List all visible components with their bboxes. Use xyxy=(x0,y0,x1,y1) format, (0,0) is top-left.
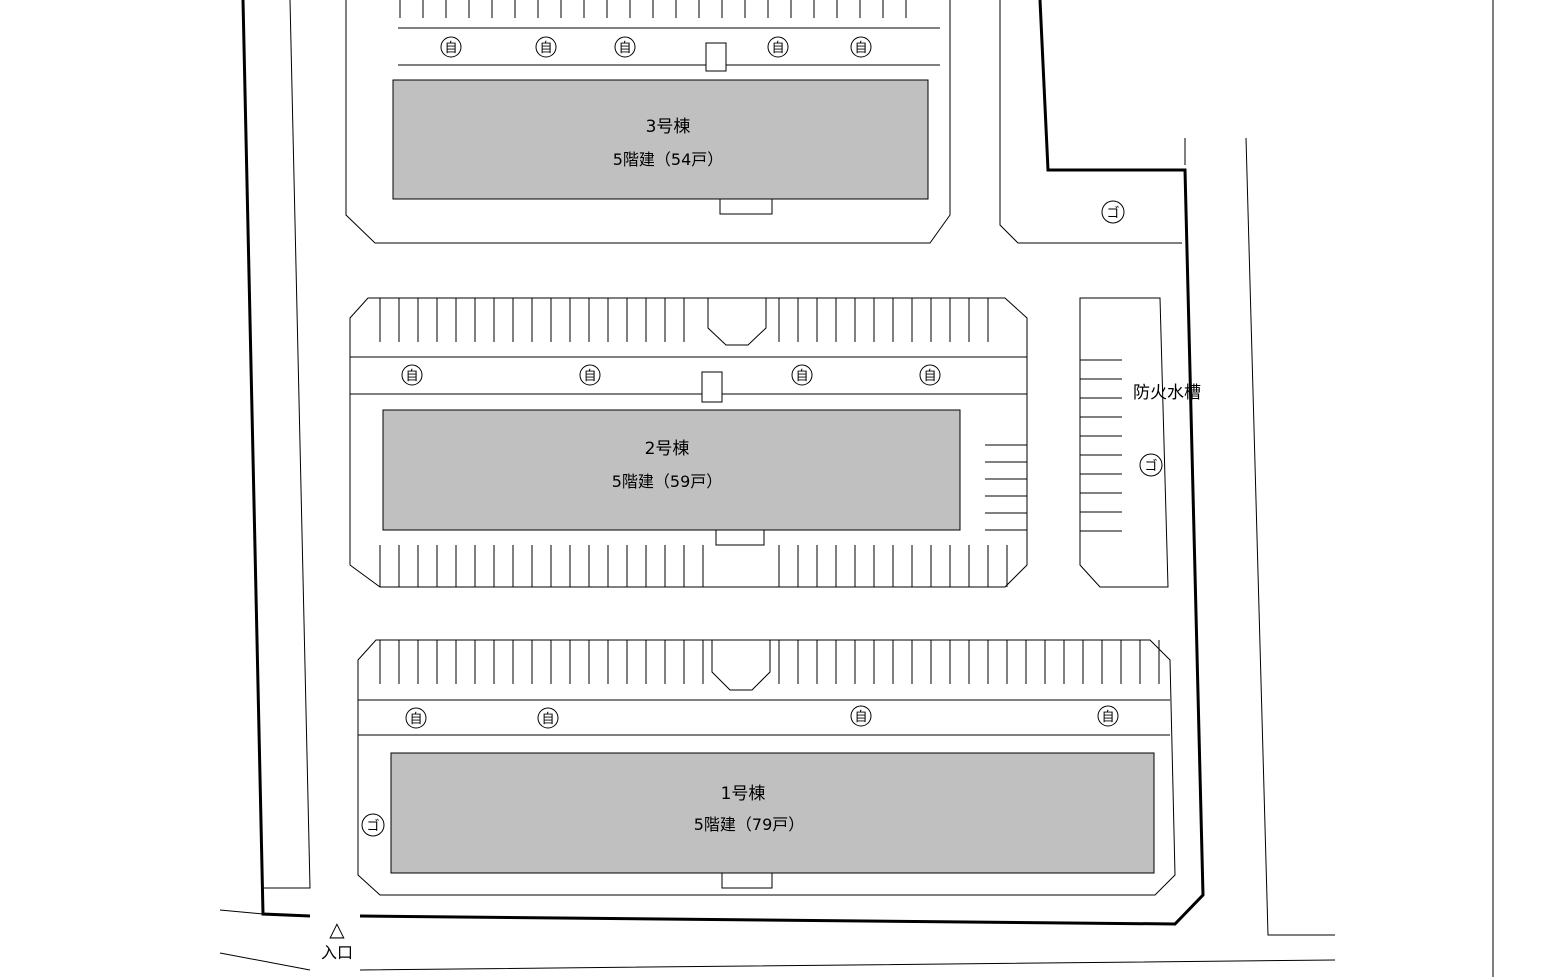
bicycle-marker-label: 自 xyxy=(541,712,554,727)
block3-service-box xyxy=(719,198,773,215)
bicycle-marker-circle xyxy=(767,36,789,58)
bicycle-marker-label: 自 xyxy=(409,712,422,727)
garbage-marker-circle xyxy=(1101,200,1125,224)
bicycle-marker-label: 自 xyxy=(854,41,867,56)
block2-service-box xyxy=(715,529,765,546)
fire-tank-label: 防火水槽 xyxy=(1133,383,1201,403)
bicycle-markers: 自自自自自自自自自自自自自 xyxy=(401,36,1119,729)
center-walkway-block1 xyxy=(711,640,771,691)
bicycle-marker-circle xyxy=(919,364,941,386)
bicycle-marker-circle xyxy=(535,36,557,58)
bicycle-marker-circle xyxy=(791,364,813,386)
building-2-name: 2号棟 xyxy=(645,439,690,459)
bicycle-marker-label: 自 xyxy=(854,710,867,725)
building-2-floors: 5階建（59戸） xyxy=(612,472,723,491)
entrance-label: 入口 xyxy=(321,943,353,962)
bicycle-marker-label: 自 xyxy=(771,41,784,56)
parking-stalls xyxy=(350,0,1170,736)
building-1 xyxy=(390,752,1155,874)
bicycle-marker-circle xyxy=(614,36,636,58)
bicycle-marker-circle xyxy=(401,364,423,386)
entrance-mark: △ xyxy=(329,917,345,941)
building-1-floors: 5階建（79戸） xyxy=(694,815,805,834)
building-1-name: 1号棟 xyxy=(721,784,766,804)
garbage-marker-label: ゴ xyxy=(366,818,379,834)
building-3-name: 3号棟 xyxy=(646,117,691,137)
bicycle-marker-label: 自 xyxy=(795,369,808,384)
bicycle-marker-circle xyxy=(850,705,872,727)
bicycle-marker-circle xyxy=(440,36,462,58)
block2-outline xyxy=(349,297,1028,588)
garbage-marker-label: ゴ xyxy=(1144,458,1157,474)
bicycle-marker-label: 自 xyxy=(539,41,552,56)
block3-entry-box xyxy=(705,42,727,72)
bicycle-marker-circle xyxy=(1097,705,1119,727)
block3-east-outline xyxy=(999,0,1182,244)
building-2 xyxy=(382,409,961,531)
bicycle-marker-label: 自 xyxy=(405,369,418,384)
block1-outline xyxy=(357,639,1176,896)
bicycle-marker-label: 自 xyxy=(444,41,457,56)
garbage-markers: ゴゴゴ xyxy=(361,200,1163,837)
garbage-marker-circle xyxy=(1139,453,1163,477)
road-outline-west xyxy=(219,0,1336,971)
building-3-floors: 5階建（54戸） xyxy=(613,150,724,169)
bicycle-marker-circle xyxy=(850,36,872,58)
garbage-marker-label: ゴ xyxy=(1106,205,1119,221)
bicycle-marker-label: 自 xyxy=(1101,710,1114,725)
block2-entry-box xyxy=(701,371,723,403)
bicycle-marker-circle xyxy=(579,364,601,386)
fire-tank-area-outline xyxy=(1079,297,1169,588)
road-outline-east xyxy=(1184,0,1494,977)
bicycle-marker-circle xyxy=(405,707,427,729)
bicycle-marker-circle xyxy=(537,707,559,729)
bicycle-marker-label: 自 xyxy=(618,41,631,56)
block3-outline xyxy=(345,0,951,244)
garbage-marker-circle xyxy=(361,813,385,837)
building-3 xyxy=(392,79,929,200)
bicycle-marker-label: 自 xyxy=(583,369,596,384)
center-walkway-block2 xyxy=(707,298,767,346)
bicycle-marker-label: 自 xyxy=(923,369,936,384)
block1-service-box xyxy=(721,872,773,889)
